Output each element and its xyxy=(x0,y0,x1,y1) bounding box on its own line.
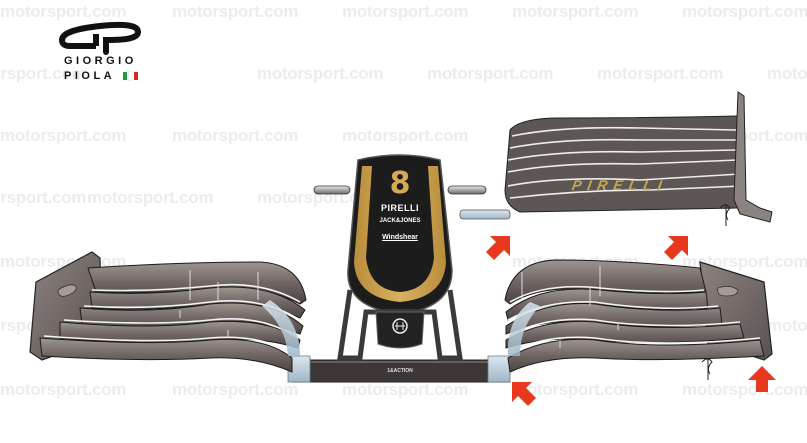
logo-line2: PIOLA xyxy=(64,70,139,82)
mainplane-center xyxy=(287,355,511,383)
haas-logo-icon xyxy=(392,318,408,334)
flag-white xyxy=(128,71,134,82)
sponsor-windshear: Windshear xyxy=(382,234,418,241)
arrow-down-right-icon xyxy=(664,236,688,260)
annotation-arrows xyxy=(486,236,776,406)
car-number: 8 xyxy=(389,166,411,201)
flag-red xyxy=(134,72,139,81)
logo-line1: GIORGIO xyxy=(64,55,137,67)
mainplane-sponsor: 1&ACTION xyxy=(387,368,413,374)
sponsor-jack-jones: JACK&JONES xyxy=(379,218,421,224)
flag-green xyxy=(123,72,128,81)
right-wing-assembly xyxy=(504,259,773,380)
arrow-up-left-icon xyxy=(512,382,536,406)
inset-sponsor: PIRELLI xyxy=(570,177,670,193)
gp-monogram-icon xyxy=(58,21,142,55)
nose-cone xyxy=(313,154,487,361)
sponsor-pirelli: PIRELLI xyxy=(380,203,419,213)
left-wing-assembly xyxy=(29,251,307,373)
arrow-down-right-icon xyxy=(486,236,510,260)
inset-wing-detail xyxy=(459,91,773,226)
arrow-up-icon xyxy=(748,366,776,392)
logo-line2-text: PIOLA xyxy=(64,70,115,82)
